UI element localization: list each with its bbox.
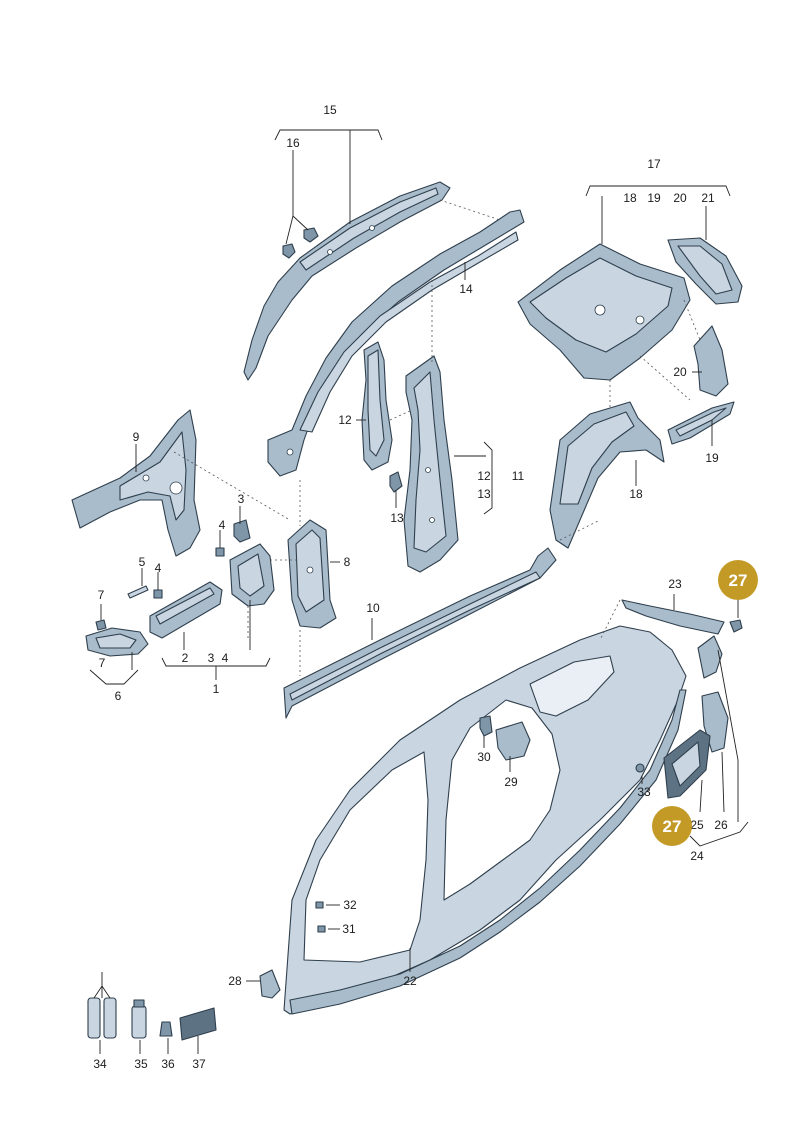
part-bracket-24 [697, 635, 723, 679]
label-18: 18 [629, 487, 643, 501]
part-roof-rail-outer [243, 181, 451, 381]
part-shim-5 [127, 585, 149, 599]
label-29: 29 [504, 775, 518, 789]
part-a-pillar-inner [267, 209, 525, 477]
part-bracket-6 [85, 619, 149, 657]
part-pad-37 [179, 1007, 217, 1041]
part-nut-27 [729, 619, 743, 633]
label-2: 2 [182, 651, 189, 665]
part-side-sill [283, 547, 557, 719]
label-20-top: 20 [673, 191, 687, 205]
label-23: 23 [668, 577, 682, 591]
part-side-panel [283, 625, 687, 1015]
part-bracket-28 [259, 969, 281, 999]
part-bracket-13 [389, 471, 403, 493]
label-3-bottom: 3 [208, 651, 215, 665]
callout-27-top-text: 27 [729, 571, 748, 590]
callout-27-bottom: 27 [652, 806, 692, 846]
label-15: 15 [323, 103, 337, 117]
label-34: 34 [93, 1057, 107, 1071]
label-21: 21 [701, 191, 715, 205]
label-6: 6 [115, 689, 122, 703]
part-bracket-3 [233, 519, 251, 543]
part-b-pillar-reinforcement [361, 341, 393, 471]
part-rear-inner-assembly [517, 243, 691, 381]
label-13-right: 13 [477, 487, 491, 501]
label-4-bottom: 4 [222, 651, 229, 665]
callout-27-top: 27 [718, 560, 758, 600]
leader-lines [89, 129, 749, 1054]
part-cartridge-35 [131, 999, 147, 1039]
part-longitudinal-member-2 [149, 581, 223, 639]
label-12-right: 12 [477, 469, 491, 483]
part-bracket-assembly [229, 543, 275, 607]
label-20: 20 [673, 365, 687, 379]
label-16: 16 [286, 136, 300, 150]
part-bracket-20 [693, 325, 729, 397]
part-bracket-25 [663, 729, 711, 799]
label-10: 10 [366, 601, 380, 615]
part-clip-16 [282, 227, 319, 259]
label-19: 19 [705, 451, 719, 465]
label-13: 13 [390, 511, 404, 525]
part-cartridge-34 [87, 972, 117, 1039]
label-18-top: 18 [623, 191, 637, 205]
label-28: 28 [228, 974, 242, 988]
part-a-pillar-lower [287, 519, 337, 629]
assembly-lines [173, 199, 701, 676]
part-bracket-29 [495, 721, 531, 761]
label-37: 37 [192, 1057, 206, 1071]
label-4-top: 4 [219, 518, 226, 532]
label-22: 22 [403, 974, 417, 988]
label-36: 36 [161, 1057, 175, 1071]
label-4-mid: 4 [155, 561, 162, 575]
part-b-pillar-inner [403, 355, 459, 573]
callout-27-bottom-text: 27 [663, 817, 682, 836]
part-trim-23 [621, 599, 725, 635]
part-plug-36 [159, 1021, 173, 1037]
label-26: 26 [714, 818, 728, 832]
label-9: 9 [133, 430, 140, 444]
label-7-top: 7 [98, 588, 105, 602]
label-17: 17 [647, 157, 661, 171]
part-bracket-21 [667, 237, 743, 305]
label-35: 35 [134, 1057, 148, 1071]
label-24: 24 [690, 849, 704, 863]
label-32: 32 [343, 898, 357, 912]
part-labels: 15 16 14 17 18 19 20 21 20 19 18 12 12 1… [93, 103, 728, 1071]
label-12-left: 12 [338, 413, 352, 427]
label-31: 31 [342, 922, 356, 936]
part-bracket-19 [667, 401, 735, 445]
part-fastener-31 [317, 925, 326, 933]
label-14: 14 [459, 282, 473, 296]
label-11: 11 [512, 469, 525, 483]
part-fastener-32 [315, 901, 324, 909]
label-33: 33 [637, 785, 651, 799]
label-3-top: 3 [238, 492, 245, 506]
label-8: 8 [344, 555, 351, 569]
part-front-wheelhouse-strut [71, 409, 201, 557]
label-19-top: 19 [647, 191, 661, 205]
label-25: 25 [690, 818, 704, 832]
part-bolt-33 [635, 763, 645, 773]
label-7-bottom: 7 [99, 656, 106, 670]
label-30: 30 [477, 750, 491, 764]
label-5: 5 [139, 555, 146, 569]
part-bracket-30 [479, 715, 493, 737]
label-1: 1 [213, 682, 220, 696]
part-rear-wheelhouse [549, 401, 665, 549]
